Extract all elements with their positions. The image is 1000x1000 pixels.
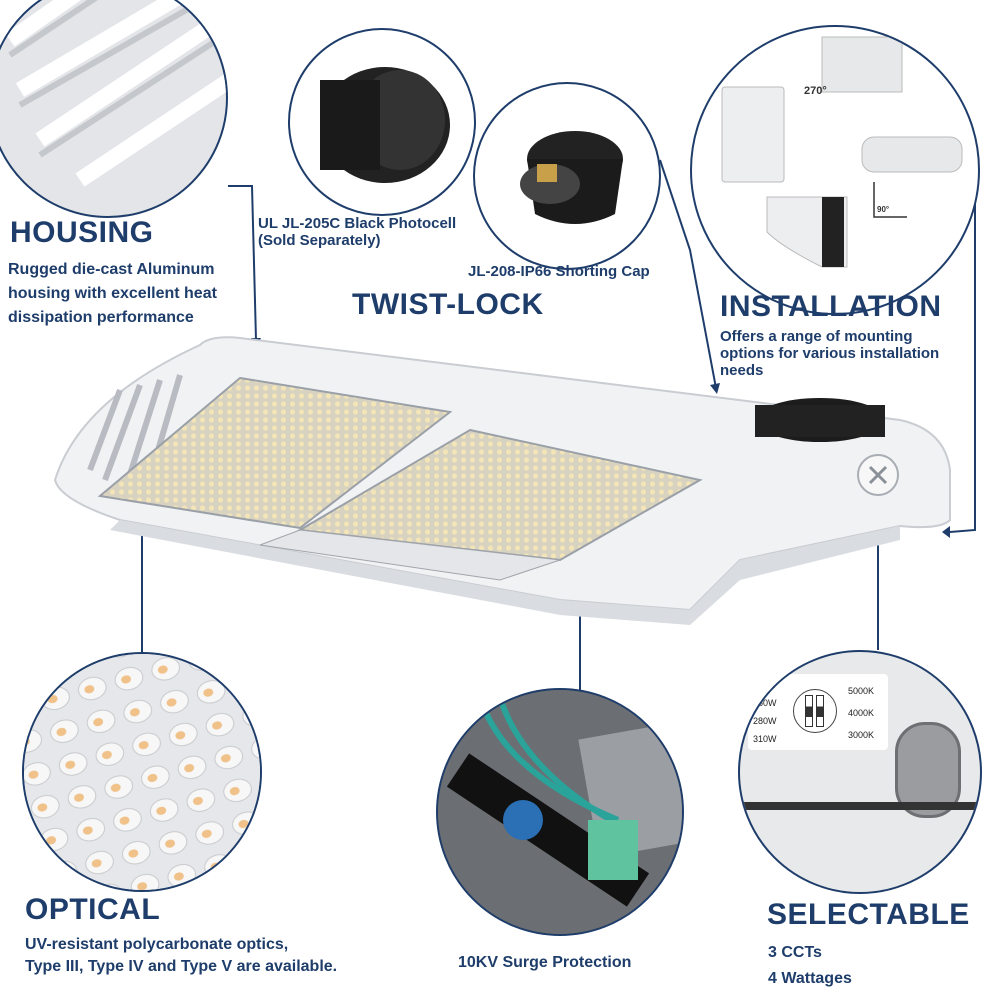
optical-line: UV-resistant polycarbonate optics,	[25, 936, 289, 953]
housing-description: Rugged die-cast Aluminum housing with ex…	[8, 258, 217, 330]
wattage-option: 260W	[753, 698, 777, 708]
photocell-image	[288, 28, 476, 216]
surge-caption: 10KV Surge Protection	[458, 954, 632, 971]
cct-option: 5000K	[848, 686, 875, 696]
wattage-option: 280W	[753, 716, 777, 726]
selectable-line: 3 CCTs	[768, 944, 822, 961]
photocell-caption: UL JL-205C Black Photocell (Sold Separat…	[258, 215, 456, 249]
installation-title: INSTALLATION	[720, 290, 942, 323]
installation-mounts-image: 270° 90°	[690, 25, 980, 315]
selectable-title: SELECTABLE	[767, 898, 970, 931]
optical-line: Type III, Type IV and Type V are availab…	[25, 958, 338, 975]
installation-description: Offers a range of mounting options for v…	[720, 328, 939, 379]
installation-line: Offers a range of mounting	[720, 328, 913, 345]
housing-line: Rugged die-cast Aluminum	[8, 261, 215, 278]
housing-detail-image	[0, 0, 228, 218]
housing-line: housing with excellent heat	[8, 285, 217, 302]
selectable-description: 3 CCTs 4 Wattages	[768, 940, 852, 992]
optical-lens-image	[22, 652, 262, 892]
installation-line: needs	[720, 362, 764, 379]
photocell-line: (Sold Separately)	[258, 232, 381, 249]
optical-title: OPTICAL	[25, 893, 161, 926]
dip-switch[interactable]	[793, 689, 837, 733]
housing-title: HOUSING	[10, 216, 154, 249]
housing-line: dissipation performance	[8, 309, 194, 326]
cct-option: 3000K	[848, 730, 875, 740]
selectable-switch-image: 240W 260W 280W 310W 5000K 4000K 3000K	[738, 650, 982, 894]
wattage-option: 240W	[753, 680, 777, 690]
selectable-line: 4 Wattages	[768, 970, 852, 987]
rotation-270-label: 270°	[804, 85, 827, 97]
optical-description: UV-resistant polycarbonate optics, Type …	[25, 934, 337, 978]
switch-label-card: 240W 260W 280W 310W 5000K 4000K 3000K	[748, 674, 888, 750]
twist-lock-title: TWIST-LOCK	[352, 288, 544, 321]
surge-protector-image	[436, 688, 684, 936]
shorting-cap-image	[473, 82, 661, 270]
angle-90-label: 90°	[877, 205, 890, 214]
housing-edge	[740, 802, 980, 810]
cct-option: 4000K	[848, 708, 875, 718]
wattage-option: 310W	[753, 734, 777, 744]
installation-line: options for various installation	[720, 345, 940, 362]
shorting-cap-caption: JL-208-IP66 Shorting Cap	[468, 263, 650, 280]
photocell-line: UL JL-205C Black Photocell	[258, 215, 457, 232]
